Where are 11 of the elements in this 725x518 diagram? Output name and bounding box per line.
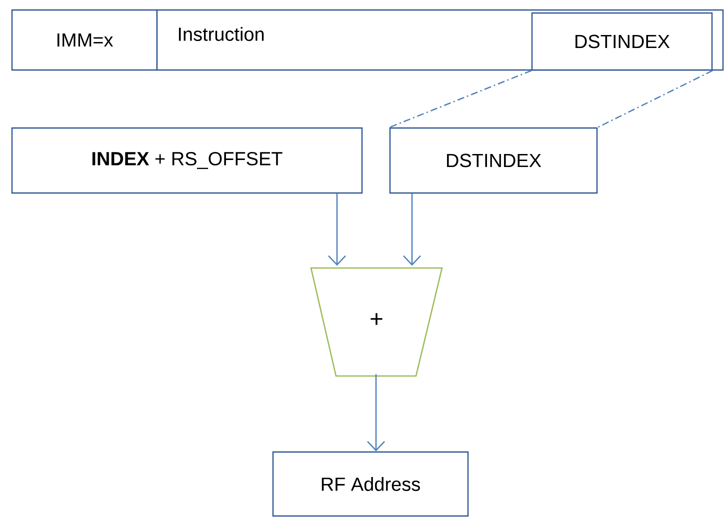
projection-line <box>597 70 713 128</box>
arrow <box>403 194 421 266</box>
index-box: DSTINDEX <box>389 127 598 194</box>
adder-trapezoid: + <box>310 267 443 377</box>
projection-line <box>389 70 532 128</box>
field-box: DSTINDEX <box>531 12 713 71</box>
instruction-field-cell: IMM=x <box>11 9 158 71</box>
index-box: INDEX + RS_OFFSET <box>11 127 363 194</box>
arrow <box>367 374 385 452</box>
address-box: RF Address <box>272 451 469 517</box>
arrow <box>328 194 346 266</box>
